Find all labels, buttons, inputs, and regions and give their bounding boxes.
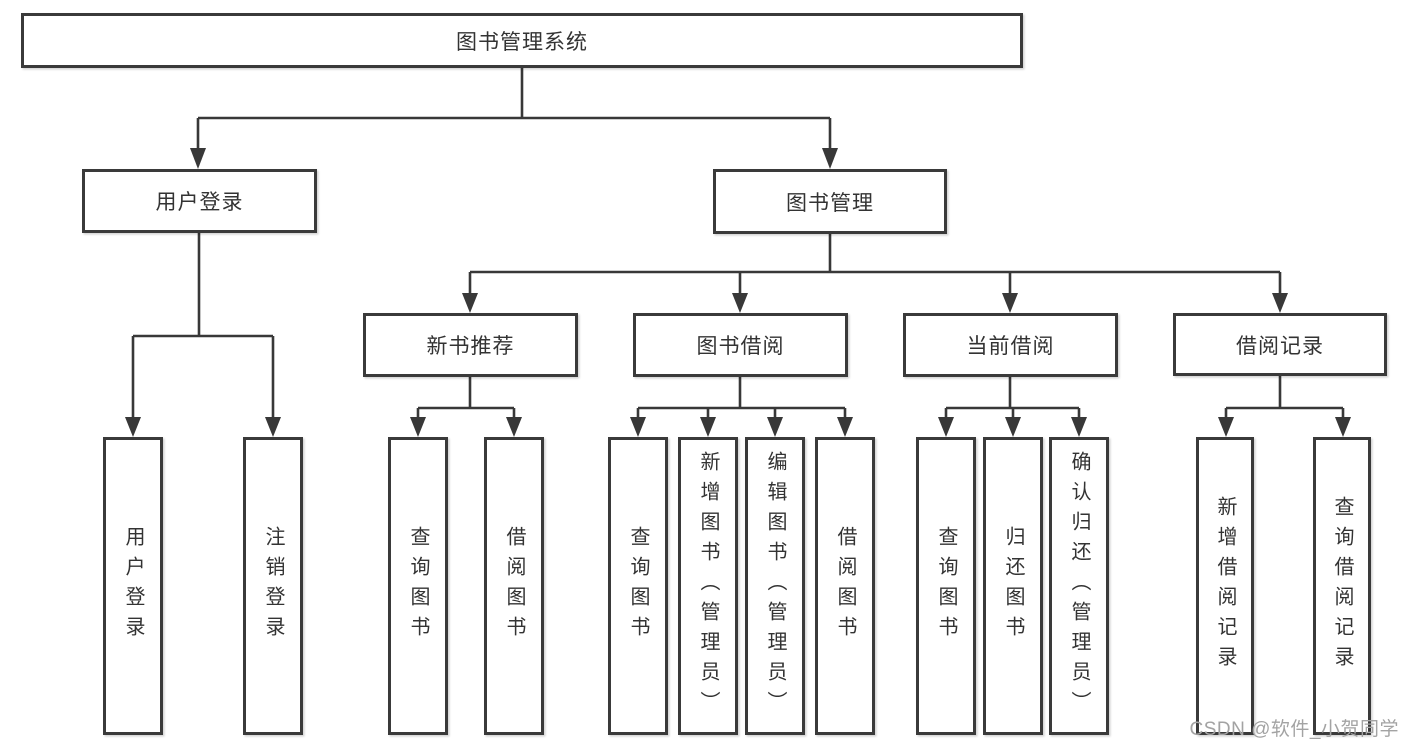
node-borrow-records: 借阅记录 <box>1173 313 1387 376</box>
node-book-borrow: 图书借阅 <box>633 313 848 377</box>
leaf-node-confirm-return-admin: 确认归还（管理员） <box>1049 437 1109 735</box>
node-label: 用户登录 <box>122 526 144 646</box>
leaf-node-return-books: 归还图书 <box>983 437 1043 735</box>
node-label: 确认归还（管理员） <box>1068 451 1090 721</box>
connector-book-borrow-to-leaves <box>630 377 853 437</box>
node-label: 归还图书 <box>1002 526 1024 646</box>
node-label: 借阅图书 <box>834 526 856 646</box>
node-current-borrow: 当前借阅 <box>903 313 1118 377</box>
node-label: 当前借阅 <box>966 335 1055 358</box>
node-label: 借阅记录 <box>1236 334 1324 358</box>
node-book-management: 图书管理 <box>713 169 947 234</box>
connector-borrow-records-to-leaves <box>1218 376 1351 437</box>
leaf-node-query-books-2: 查询图书 <box>608 437 668 735</box>
node-label: 查询借阅记录 <box>1331 496 1353 676</box>
node-new-book-recommend: 新书推荐 <box>363 313 578 377</box>
node-label: 新增借阅记录 <box>1214 496 1236 676</box>
node-label: 查询图书 <box>627 526 649 646</box>
node-label: 编辑图书（管理员） <box>764 451 786 721</box>
node-label: 查询图书 <box>407 526 429 646</box>
leaf-node-add-books-admin: 新增图书（管理员） <box>678 437 738 735</box>
csdn-watermark: CSDN @软件_小贺同学 <box>1189 719 1399 740</box>
leaf-node-edit-books-admin: 编辑图书（管理员） <box>745 437 805 735</box>
leaf-node-add-borrow-record: 新增借阅记录 <box>1196 437 1254 735</box>
node-label: 新书推荐 <box>426 335 515 358</box>
leaf-node-user-login: 用户登录 <box>103 437 163 735</box>
connector-book-management-to-level3 <box>462 234 1288 313</box>
node-label: 用户登录 <box>155 191 244 214</box>
connector-new-book-to-leaves <box>410 377 522 437</box>
node-label: 图书管理系统 <box>456 30 588 54</box>
leaf-node-query-books-1: 查询图书 <box>388 437 448 735</box>
leaf-node-query-borrow-record: 查询借阅记录 <box>1313 437 1371 735</box>
connector-root-to-level2 <box>190 68 838 169</box>
node-label: 借阅图书 <box>503 526 525 646</box>
node-label: 图书借阅 <box>696 335 785 358</box>
node-label: 图书管理 <box>786 191 874 215</box>
leaf-node-query-books-3: 查询图书 <box>916 437 976 735</box>
leaf-node-logout: 注销登录 <box>243 437 303 735</box>
connector-current-borrow-to-leaves <box>938 377 1087 437</box>
connector-user-login-to-leaves <box>125 233 281 437</box>
node-label: 查询图书 <box>935 526 957 646</box>
node-label: 注销登录 <box>262 526 284 646</box>
leaf-node-borrow-books-1: 借阅图书 <box>484 437 544 735</box>
node-user-login: 用户登录 <box>82 169 317 233</box>
node-label: 新增图书（管理员） <box>697 451 719 721</box>
leaf-node-borrow-books-2: 借阅图书 <box>815 437 875 735</box>
node-library-management-system: 图书管理系统 <box>21 13 1023 68</box>
